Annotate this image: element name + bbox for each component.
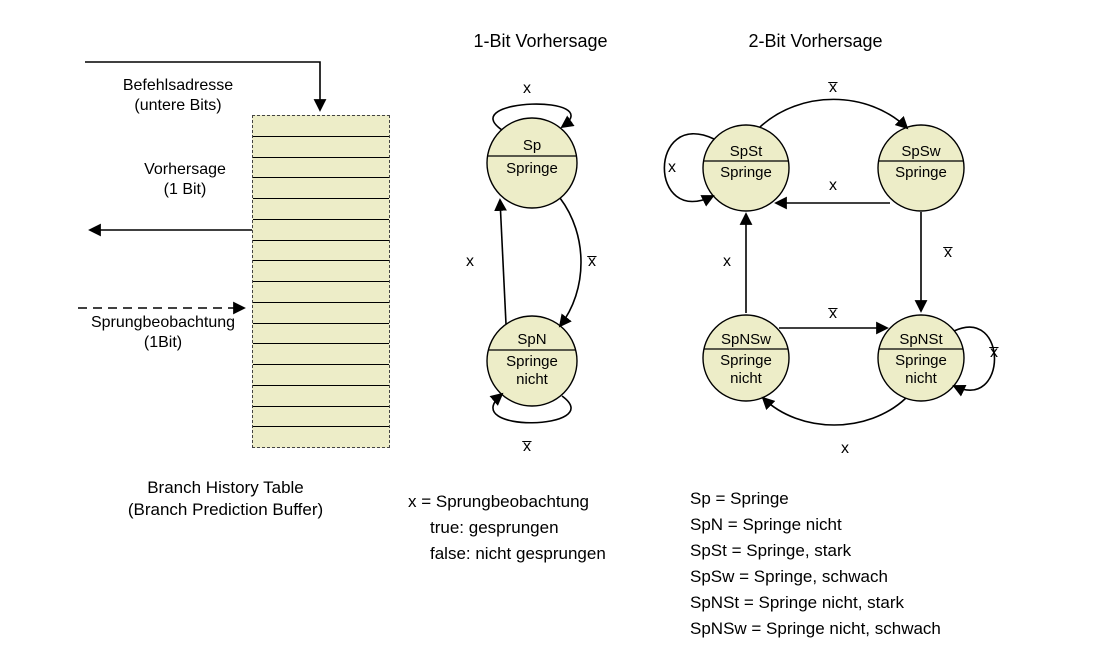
- state-spst-name: SpSt: [729, 143, 763, 160]
- fsm2-legend: Sp = Springe SpN = Springe nicht SpSt = …: [690, 486, 941, 642]
- fsm2-legend-line4: SpSw = Springe, schwach: [690, 567, 888, 586]
- bht-row: [253, 178, 389, 199]
- state-spn-name: SpN: [517, 331, 547, 348]
- bht-row: [253, 282, 389, 303]
- edge-spnst-self-loop: [952, 326, 996, 397]
- edge-label-spst-to-spsw: x̅: [829, 79, 837, 96]
- bht-row: [253, 137, 389, 158]
- bht-row: [253, 220, 389, 241]
- state-spst-circle: [702, 124, 790, 212]
- state-spnst-circle: [877, 314, 965, 402]
- bht-row: [253, 199, 389, 220]
- bht-row: [253, 427, 389, 447]
- state-spn-circle: [486, 315, 578, 407]
- edge-label-sp-self: x: [523, 80, 531, 97]
- prediction-label-line1: Vorhersage: [144, 161, 226, 178]
- bht-caption-line2: (Branch Prediction Buffer): [127, 500, 324, 519]
- state-sp-output: Springe: [506, 160, 558, 177]
- state-sp-circle: [486, 117, 578, 209]
- observation-label: Sprungbeobachtung (1Bit): [58, 313, 268, 353]
- state-spnst-output-line2: nicht: [905, 370, 937, 387]
- edge-label-spnst-to-spnsw: x: [841, 440, 849, 457]
- edge-sp-self-loop: [492, 103, 575, 131]
- fsm1-legend-line1: x = Sprungbeobachtung: [408, 492, 590, 511]
- bht-row: [253, 303, 389, 324]
- edge-label-spsw-to-spnst: x̅: [944, 244, 952, 261]
- state-spsw-name: SpSw: [901, 143, 941, 160]
- bht-row: [253, 116, 389, 137]
- state-spnst-output-line1: Springe: [895, 352, 947, 369]
- fsm1-legend: x = Sprungbeobachtung true: gesprungen f…: [408, 489, 606, 567]
- address-label: Befehlsadresse (untere Bits): [88, 76, 268, 116]
- edge-label-spn-to-sp: x: [466, 253, 474, 270]
- state-spst-output: Springe: [720, 164, 772, 181]
- fsm2-legend-line6: SpNSw = Springe nicht, schwach: [690, 619, 941, 638]
- edge-spn-self-loop: [489, 392, 572, 424]
- bht-row: [253, 407, 389, 428]
- state-spnst-name: SpNSt: [899, 331, 943, 348]
- state-spnsw-output-line2: nicht: [730, 370, 762, 387]
- state-spn-output-line1: Springe: [506, 353, 558, 370]
- edge-label-spn-self: x̅: [523, 438, 531, 455]
- fsm1-legend-line2: true: gesprungen: [430, 518, 559, 537]
- fsm2-legend-line3: SpSt = Springe, stark: [690, 541, 852, 560]
- bht-row: [253, 365, 389, 386]
- edge-spst-to-spsw: [759, 98, 909, 130]
- fsm2-legend-line5: SpNSt = Springe nicht, stark: [690, 593, 905, 612]
- bht-row: [253, 241, 389, 262]
- edge-label-sp-to-spn: x̅: [588, 253, 596, 270]
- bht-row: [253, 386, 389, 407]
- edge-spn-to-sp: [494, 198, 507, 325]
- fsm1-title: 1-Bit Vorhersage: [473, 31, 608, 51]
- bht-row: [253, 324, 389, 345]
- bht-row: [253, 344, 389, 365]
- edge-label-spnsw-to-spst: x: [723, 253, 731, 270]
- observation-label-line1: Sprungbeobachtung: [90, 314, 236, 331]
- address-arrow: [85, 61, 327, 112]
- state-spsw-circle: [877, 124, 965, 212]
- fsm2-title: 2-Bit Vorhersage: [748, 31, 883, 51]
- state-spsw-output: Springe: [895, 164, 947, 181]
- state-sp-name: Sp: [522, 137, 542, 154]
- prediction-label: Vorhersage (1 Bit): [110, 160, 260, 200]
- edge-label-spst-self: x: [668, 159, 676, 176]
- observation-label-line2: (1Bit): [143, 334, 183, 351]
- bht-caption: Branch History Table (Branch Prediction …: [78, 477, 373, 521]
- state-spnsw-name: SpNSw: [720, 331, 772, 348]
- state-spnsw-output-line1: Springe: [720, 352, 772, 369]
- bht-table: [252, 115, 390, 448]
- address-label-line1: Befehlsadresse: [122, 77, 234, 94]
- edge-label-spnsw-to-spnst: x̅: [829, 305, 837, 322]
- edge-spnst-to-spnsw: [761, 396, 907, 426]
- edge-sp-to-spn: [558, 197, 582, 328]
- bht-row: [253, 261, 389, 282]
- fsm2-legend-line1: Sp = Springe: [690, 489, 789, 508]
- state-spnsw-circle: [702, 314, 790, 402]
- fsm1-legend-line3: false: nicht gesprungen: [430, 544, 606, 563]
- bht-row: [253, 158, 389, 179]
- state-spn-output-line2: nicht: [516, 371, 548, 388]
- fsm2-legend-line2: SpN = Springe nicht: [690, 515, 842, 534]
- edge-label-spnst-self: x̅: [990, 344, 998, 361]
- edge-spst-self-loop: [663, 133, 715, 207]
- edge-label-spsw-to-spst: x: [829, 177, 837, 194]
- prediction-label-line2: (1 Bit): [163, 181, 207, 198]
- bht-caption-line1: Branch History Table: [147, 478, 304, 497]
- address-label-line2: (untere Bits): [134, 97, 222, 114]
